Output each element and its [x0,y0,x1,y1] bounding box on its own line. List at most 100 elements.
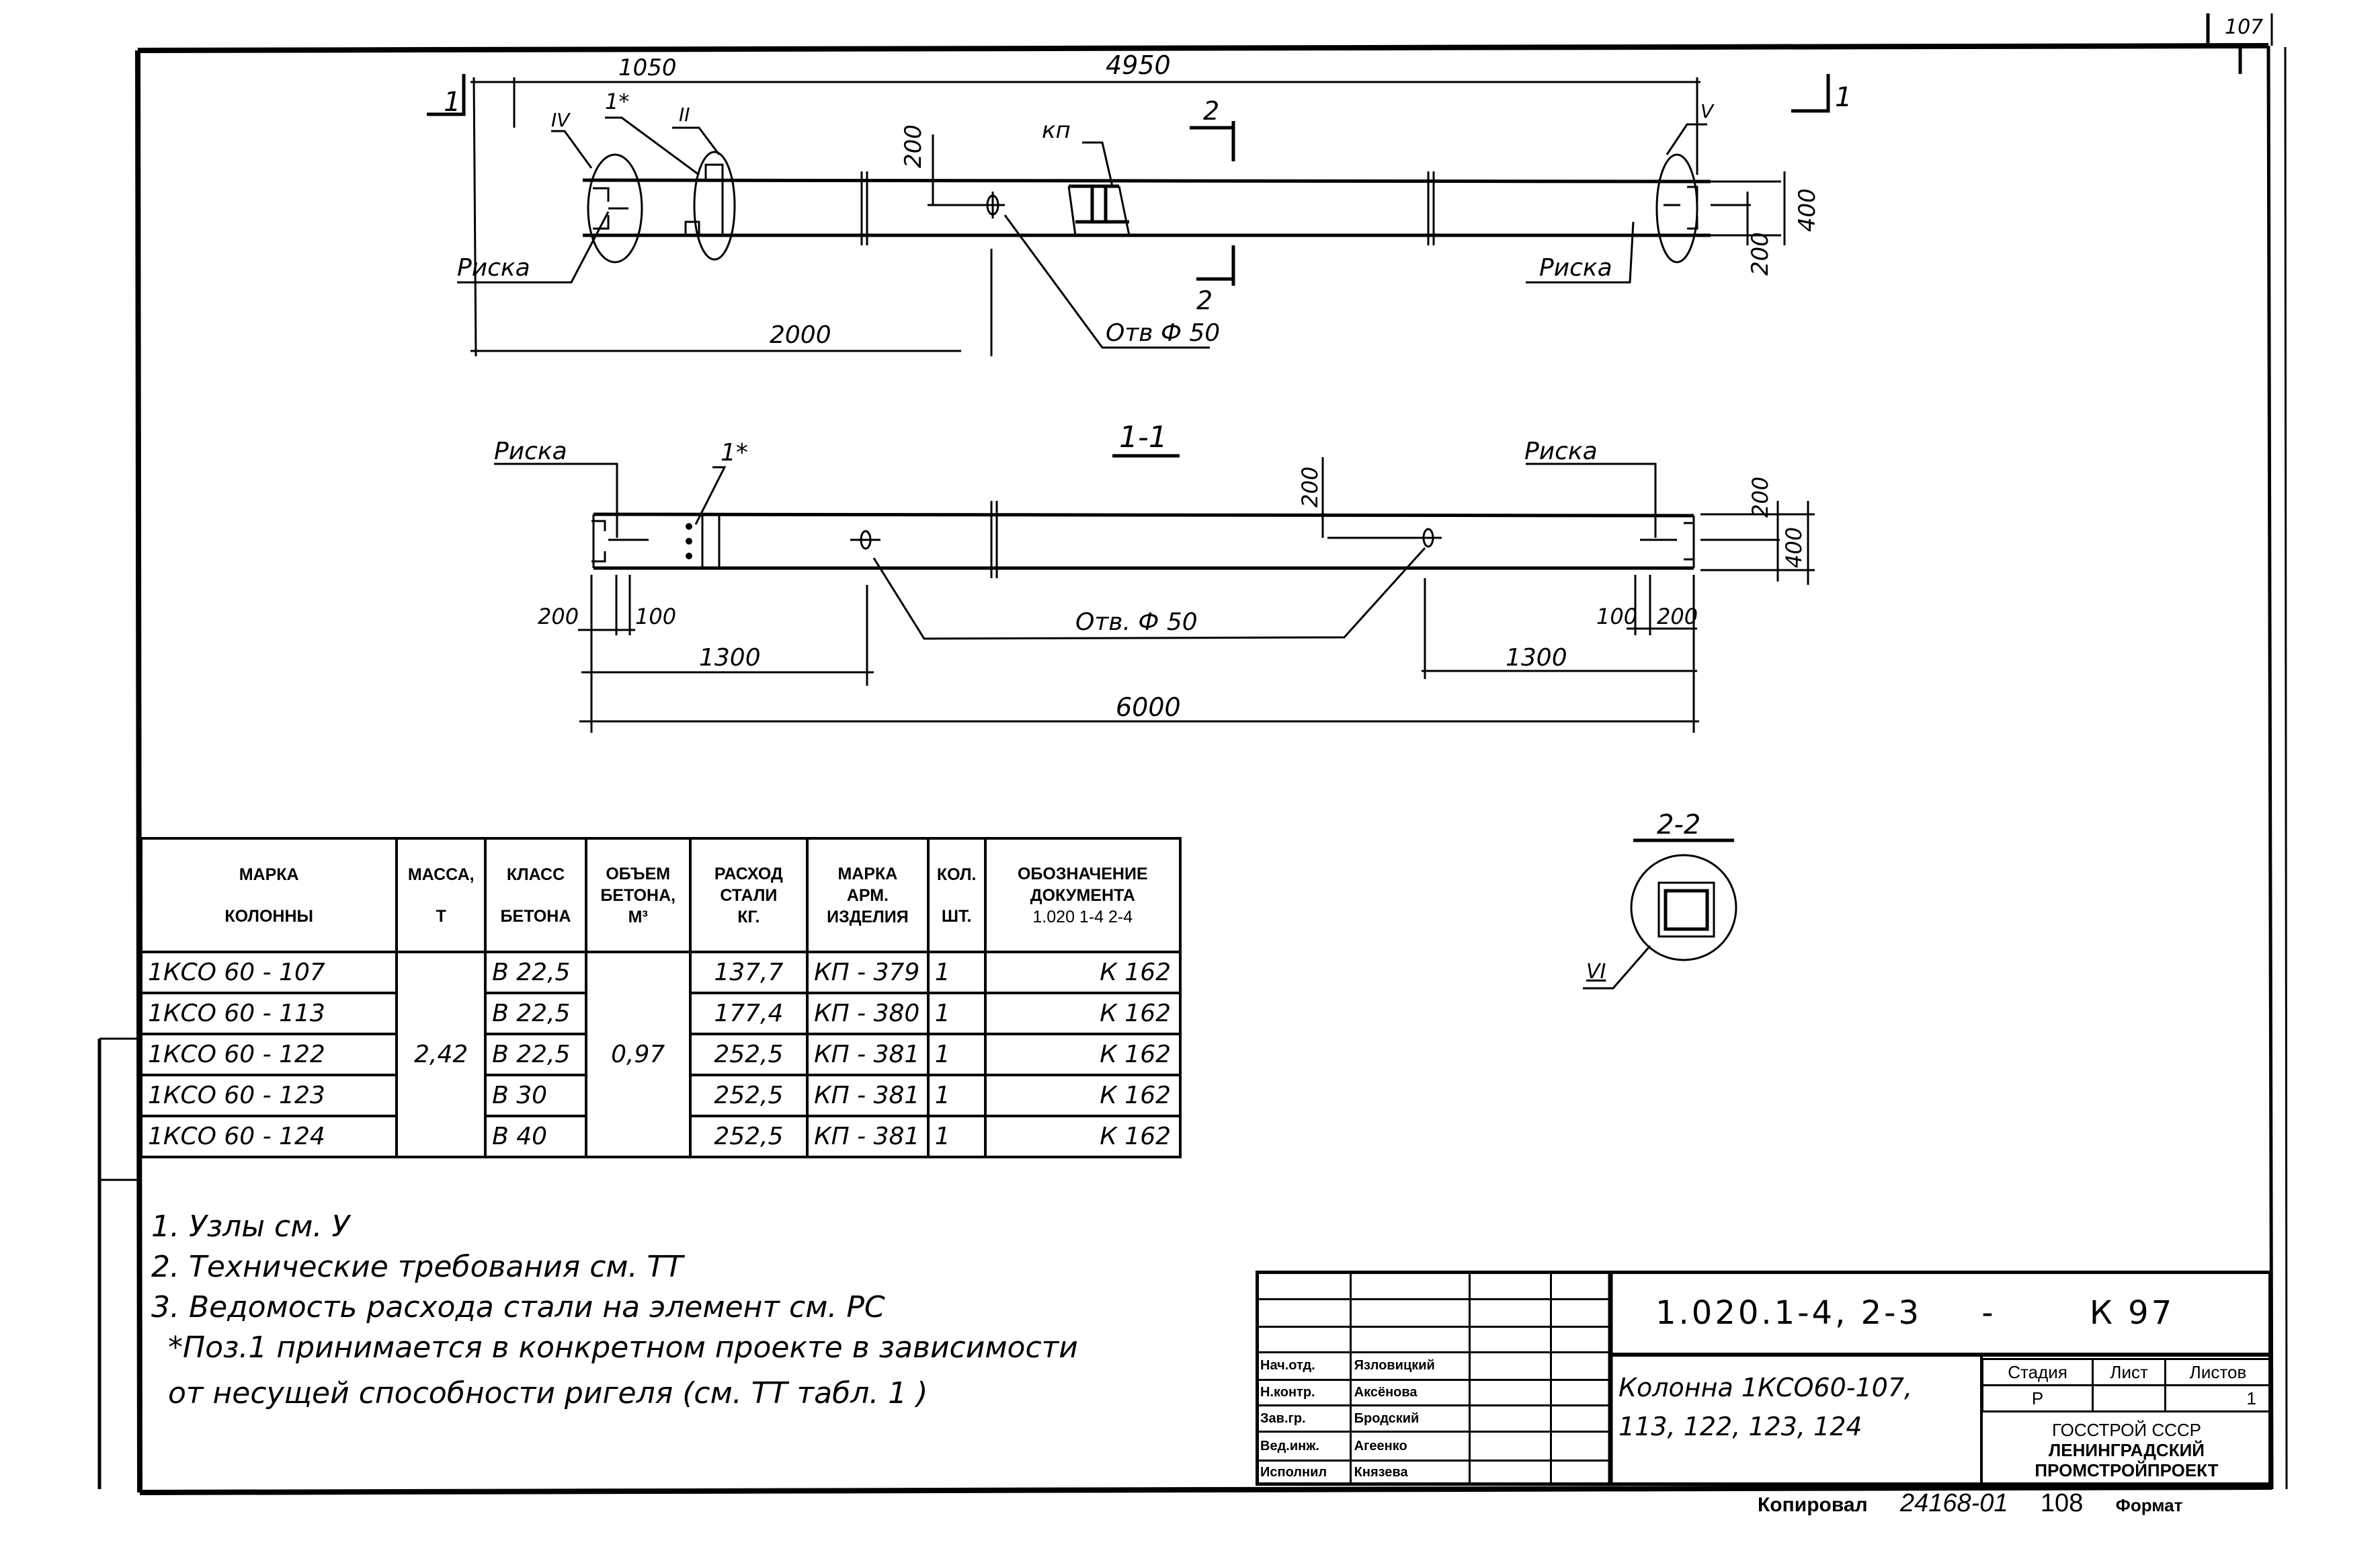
note-footnote-2: от несущей способности ригеля (см. ТТ та… [168,1376,928,1410]
pos1-dot [686,553,692,559]
cell-concrete: В 22,5 [484,1033,587,1076]
dim-200-hole: 200 [900,124,927,168]
staff-name: Аксёнова [1349,1378,1471,1407]
node-label-vi: VI [1586,960,1606,984]
dim-200-left: 200 [538,604,579,629]
dim-200-hole-1-1: 200 [1297,467,1323,508]
sheet-label: Лист [2092,1358,2167,1386]
doc-code-main: 1.020.1-4, 2-3 [1655,1294,1922,1332]
format-label: Формат [2115,1495,2183,1515]
staff-row: Н.контр.Аксёнова [1256,1378,1611,1407]
staff-name: Бродский [1349,1404,1471,1433]
note-3: 3. Ведомость расхода стали на элемент см… [151,1290,885,1324]
note-footnote-1: *Поз.1 принимается в конкретном проекте … [168,1330,1078,1365]
copy-page: 108 [2040,1489,2084,1517]
risk-label-left: Риска [457,254,530,282]
sheets-label: Листов [2164,1358,2272,1386]
section-2-2 [1583,838,1737,990]
staff-row: Зав.гр.Бродский [1256,1404,1611,1433]
node-label-v: V [1700,100,1715,122]
page-number-top: 107 [2225,15,2263,39]
cell-doc: К 162 [983,1074,1182,1117]
cell-qty: 1 [926,1115,987,1158]
section-mark-2-bottom: 2 [1196,286,1213,315]
org-line-3: ПРОМСТРОЙПРОЕКТ [2035,1460,2219,1480]
item-name-line-2: 113, 122, 123, 124 [1618,1412,1862,1441]
note-1: 1. Узлы см. У [151,1209,350,1244]
cell-volume: 0,97 [584,951,692,1158]
signature [1469,1351,1552,1381]
table-row: 1КСО 60 - 113 В 22,5 177,4 КП - 380 1 К … [139,992,1182,1035]
dim-6000: 6000 [1116,692,1181,722]
staff-name: Князева [1349,1460,1471,1486]
risk-label-right-1-1: Риска [1524,438,1598,465]
cell-doc: К 162 [983,992,1182,1035]
doc-sheet-number: К 97 [2089,1294,2175,1332]
staff-name: Язловицкий [1349,1351,1471,1381]
section-mark-1-right: 1 [1835,82,1852,113]
section-1-1 [494,454,1815,733]
document-code: 1.020.1-4, 2-3 - К 97 [1655,1294,2174,1332]
org-line-2: ЛЕНИНГРАДСКИЙ [2049,1440,2205,1460]
staff-name: Агеенко [1349,1431,1471,1462]
organization: ГОССТРОЙ СССР ЛЕНИНГРАДСКИЙ ПРОМСТРОЙПРО… [1981,1420,2272,1480]
signature [1469,1404,1552,1433]
sheet-frame [97,13,2288,1495]
signature [1469,1378,1552,1407]
section-1-1-labels: 1-1 Риска 1* Риска Отв. Ф 50 200 100 130… [494,420,1807,722]
section-1-1-title: 1-1 [1119,420,1167,454]
signature [1469,1431,1552,1462]
copy-number: 24168-01 [1899,1489,2008,1517]
cell-arm: КП - 381 [806,1115,930,1158]
table-row: 1КСО 60 - 124 В 40 252,5 КП - 381 1 К 16… [139,1115,1182,1158]
node-label-iv: IV [551,109,571,131]
staff-row: Нач.отд.Язловицкий [1256,1351,1611,1381]
header-mass: МАССА,Т [395,837,487,953]
cell-doc: К 162 [983,1033,1182,1076]
sheets-value: 1 [2164,1384,2272,1412]
cell-arm: КП - 380 [806,992,930,1035]
table-row: 1КСО 60 - 123 В 30 252,5 КП - 381 1 К 16… [139,1074,1182,1117]
staff-role: Исполнил [1256,1460,1352,1486]
staff-row: Вед.инж.Агеенко [1256,1431,1611,1462]
cell-doc: К 162 [983,951,1182,994]
dim-1050: 1050 [618,54,677,81]
staff-table: Нач.отд.Язловицкий Н.контр.Аксёнова Зав.… [1256,1271,1611,1486]
copy-stamp: Копировал 24168-01 108 Формат [1758,1489,2209,1518]
dim-4950: 4950 [1106,50,1171,80]
staff-role: Н.контр. [1256,1378,1352,1407]
note-2: 2. Технические требования см. ТТ [151,1250,684,1284]
header-qty: КОЛ.ШТ. [926,837,987,953]
hole-label: Отв Ф 50 [1106,319,1220,347]
signature [1469,1460,1552,1486]
plan-view [427,74,1830,357]
cell-concrete: В 22,5 [484,951,587,994]
cell-mass: 2,42 [395,951,487,1158]
cell-steel: 252,5 [688,1074,809,1117]
dim-400: 400 [1794,188,1821,232]
cell-arm: КП - 381 [806,1033,930,1076]
cell-concrete: В 22,5 [484,992,587,1035]
pos1-dot [686,538,692,545]
plan-view-labels: 1050 4950 2000 200 200 400 1 1 2 2 IV 1*… [444,50,1852,349]
cell-concrete: В 30 [484,1074,587,1117]
cell-arm: КП - 381 [806,1074,930,1117]
org-line-1: ГОССТРОЙ СССР [2052,1420,2201,1440]
sheet-value [2092,1384,2167,1412]
cell-steel: 137,7 [688,951,809,994]
cell-qty: 1 [926,1074,987,1117]
stage-label: Стадия [1981,1358,2094,1386]
copy-label: Копировал [1758,1494,1868,1516]
cell-mark: 1КСО 60 - 122 [139,1033,399,1076]
node-label-ii: II [679,104,690,126]
position-label-1-1-1: 1* [721,439,748,467]
